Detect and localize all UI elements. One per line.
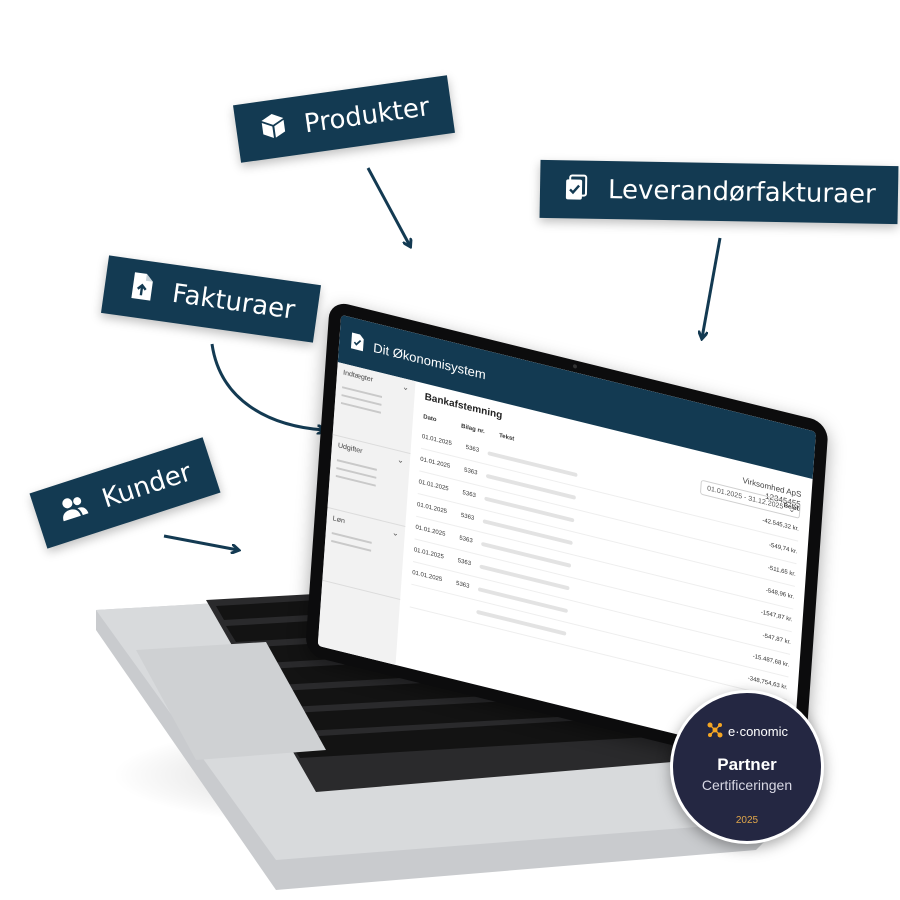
row-date: 01.01.2025 bbox=[421, 433, 452, 448]
app-header: Dit Økonomisystem bbox=[337, 314, 816, 479]
label-leverandorfakturaer: Leverandørfakturaer bbox=[539, 159, 899, 225]
row-bilag: 5363 bbox=[465, 444, 480, 454]
column-date: Dato bbox=[422, 414, 437, 424]
badge-subtitle: Certificeringen bbox=[701, 777, 793, 793]
badge-title: Partner bbox=[717, 755, 777, 774]
arrow-kunder bbox=[163, 534, 238, 550]
row-bilag: 5363 bbox=[455, 580, 470, 590]
arrow-produkter bbox=[366, 167, 410, 246]
row-date: 01.01.2025 bbox=[418, 479, 449, 493]
row-bilag: 5363 bbox=[457, 558, 472, 568]
label-fakturaer-text: Fakturaer bbox=[170, 278, 297, 326]
chevron-down-icon[interactable]: ⌄ bbox=[396, 454, 405, 466]
app-logo-icon bbox=[349, 331, 366, 356]
arrow-leverandorfakturaer bbox=[702, 237, 722, 338]
row-bilag: 5363 bbox=[460, 512, 475, 522]
label-kunder-text: Kunder bbox=[98, 457, 196, 515]
row-date: 01.01.2025 bbox=[419, 456, 451, 470]
partner-badge: e·conomic Partner Certificeringen 2025 bbox=[670, 690, 824, 844]
row-date: 01.01.2025 bbox=[416, 501, 448, 516]
badge-brand-text: e·conomic bbox=[728, 724, 788, 739]
label-fakturaer: Fakturaer bbox=[101, 255, 321, 343]
column-bilag: Bilag nr. bbox=[460, 423, 485, 436]
row-date: 01.01.2025 bbox=[413, 547, 444, 561]
badge-year: 2025 bbox=[735, 815, 759, 826]
row-date bbox=[411, 596, 447, 605]
label-kunder: Kunder bbox=[29, 437, 221, 549]
economic-logo-icon bbox=[706, 721, 724, 742]
row-bilag: 5363 bbox=[462, 490, 477, 500]
cube-icon bbox=[256, 108, 291, 149]
chevron-down-icon[interactable]: ⌄ bbox=[402, 382, 410, 393]
chevron-down-icon: ⌄ bbox=[788, 504, 796, 515]
users-icon bbox=[54, 487, 94, 531]
sidebar: Indtægter ⌄ Udgifter ⌄ Løn ⌄ bbox=[317, 362, 416, 665]
badge-brand: e·conomic bbox=[673, 721, 821, 742]
document-upload-icon bbox=[124, 269, 159, 310]
row-bilag bbox=[454, 606, 468, 609]
label-leverandorfakturaer-text: Leverandørfakturaer bbox=[607, 175, 876, 210]
label-produkter-text: Produkter bbox=[302, 92, 432, 140]
camera bbox=[572, 363, 578, 369]
laptop-screen: Dit Økonomisystem Virksomhed ApS 1234545… bbox=[304, 300, 829, 778]
clipboard-check-icon bbox=[562, 171, 593, 209]
row-amount: -348,754,63 kr. bbox=[747, 675, 788, 692]
chevron-down-icon[interactable]: ⌄ bbox=[391, 527, 400, 539]
column-text: Tekst bbox=[498, 432, 515, 443]
row-date: 01.01.2025 bbox=[415, 524, 446, 538]
row-bilag: 5363 bbox=[459, 535, 473, 545]
row-bilag: 5363 bbox=[463, 467, 478, 477]
arrow-fakturaer bbox=[210, 343, 324, 430]
app-window: Dit Økonomisystem Virksomhed ApS 1234545… bbox=[317, 314, 816, 763]
label-produkter: Produkter bbox=[233, 75, 456, 163]
row-date: 01.01.2025 bbox=[411, 569, 443, 584]
